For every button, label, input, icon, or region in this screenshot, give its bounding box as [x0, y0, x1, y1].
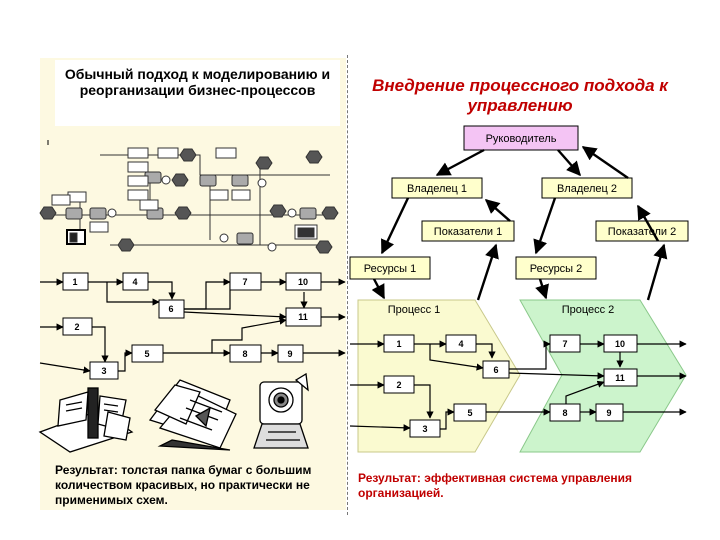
paper-pile-illustration-3: [253, 372, 309, 449]
resources-1-label: Ресурсы 1: [364, 263, 417, 275]
right-node-6: 6: [493, 365, 498, 375]
right-node-7: 7: [562, 339, 567, 349]
paper-pile-illustration-1: [38, 387, 134, 453]
paper-pile-illustration-2: [148, 379, 237, 451]
right-flow-nodes: 1 2 3 4 5 6 7 8 9 10 11: [383, 334, 638, 438]
indicators-1-label: Показатели 1: [434, 226, 502, 238]
right-node-4: 4: [458, 339, 463, 349]
left-node-11: 11: [298, 312, 308, 322]
right-result-text: Результат: эффективная система управлени…: [358, 471, 633, 500]
owner-2-label: Владелец 2: [557, 183, 617, 195]
left-title-box: Обычный подход к моделированию и реорган…: [55, 60, 340, 126]
left-node-7: 7: [242, 277, 247, 287]
process-2-label: Процесс 2: [562, 304, 615, 316]
indicators-2-label: Показатели 2: [608, 226, 676, 238]
left-flow-nodes: 1 2 3 4 5 6 7 8 9 10 11: [62, 272, 322, 380]
left-result-text: Результат: толстая папка бумаг с большим…: [55, 463, 312, 507]
process-1-label: Процесс 1: [388, 304, 441, 316]
resources-2-label: Ресурсы 2: [530, 263, 583, 275]
left-node-9: 9: [287, 349, 292, 359]
management-arrows: [371, 146, 668, 301]
manager-label: Руководитель: [486, 133, 557, 145]
management-boxes: Руководитель Владелец 1 Владелец 2 Показ…: [349, 125, 689, 280]
left-node-5: 5: [144, 349, 149, 359]
left-node-4: 4: [132, 277, 137, 287]
left-node-1: 1: [72, 277, 77, 287]
panel-divider: [347, 55, 348, 515]
right-flow-edges: [349, 340, 687, 432]
left-node-3: 3: [101, 366, 106, 376]
left-title: Обычный подход к моделированию и реорган…: [64, 66, 331, 98]
right-title: Внедрение процессного подхода к управлен…: [372, 76, 668, 115]
left-flow-edges: [39, 278, 346, 374]
left-node-2: 2: [74, 322, 79, 332]
right-node-3: 3: [422, 424, 427, 434]
right-node-10: 10: [615, 339, 625, 349]
right-node-8: 8: [562, 408, 567, 418]
right-node-11: 11: [615, 373, 625, 383]
right-node-9: 9: [606, 408, 611, 418]
right-title-box: Внедрение процессного подхода к управлен…: [370, 70, 670, 122]
left-node-6: 6: [168, 304, 173, 314]
left-node-10: 10: [298, 277, 308, 287]
left-node-8: 8: [242, 349, 247, 359]
right-node-1: 1: [396, 339, 401, 349]
left-messy-model: [39, 140, 339, 254]
right-node-2: 2: [396, 380, 401, 390]
owner-1-label: Владелец 1: [407, 183, 467, 195]
right-node-5: 5: [467, 408, 472, 418]
